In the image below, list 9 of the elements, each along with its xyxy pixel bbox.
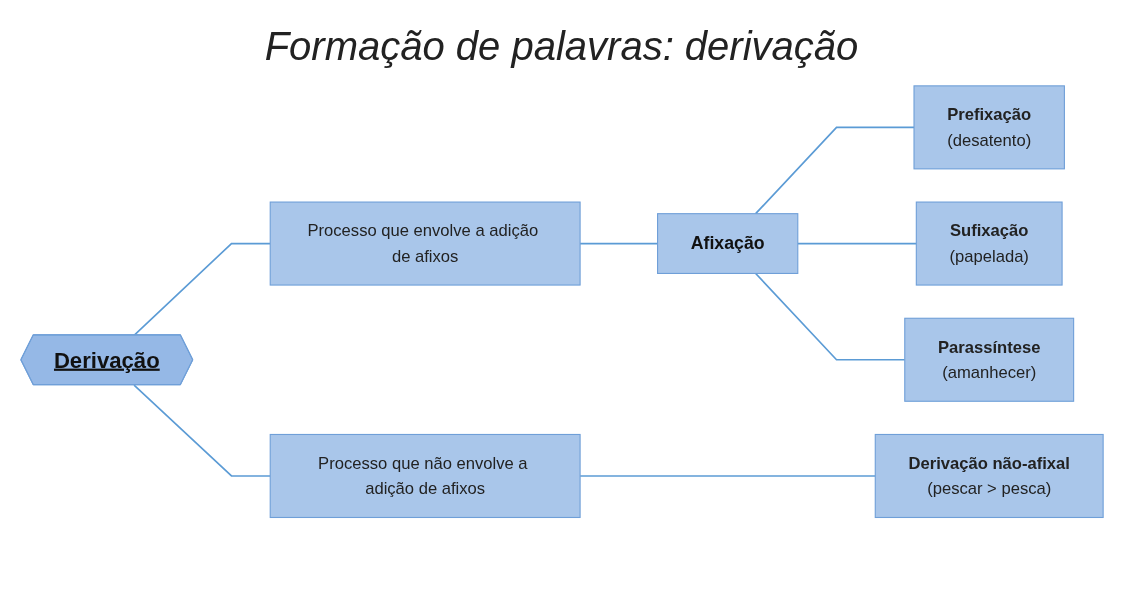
diagram-title: Formação de palavras: derivação — [263, 24, 860, 69]
node-box — [903, 317, 1074, 402]
node-box — [874, 433, 1104, 519]
node-box — [656, 213, 798, 274]
node-box — [915, 201, 1063, 286]
node-box — [269, 433, 581, 519]
flowchart-drawing: Derivação Processo que envolve a adição de afixos Afixação Prefixação (desatento) Sufixação (papelada) Parassíntese (amanhecer) Processo que não envolve a adição de afixos Derivação não-afixal (pescar > pesca) — [11, 77, 1112, 527]
node-box — [912, 85, 1065, 170]
node-box — [269, 201, 581, 286]
